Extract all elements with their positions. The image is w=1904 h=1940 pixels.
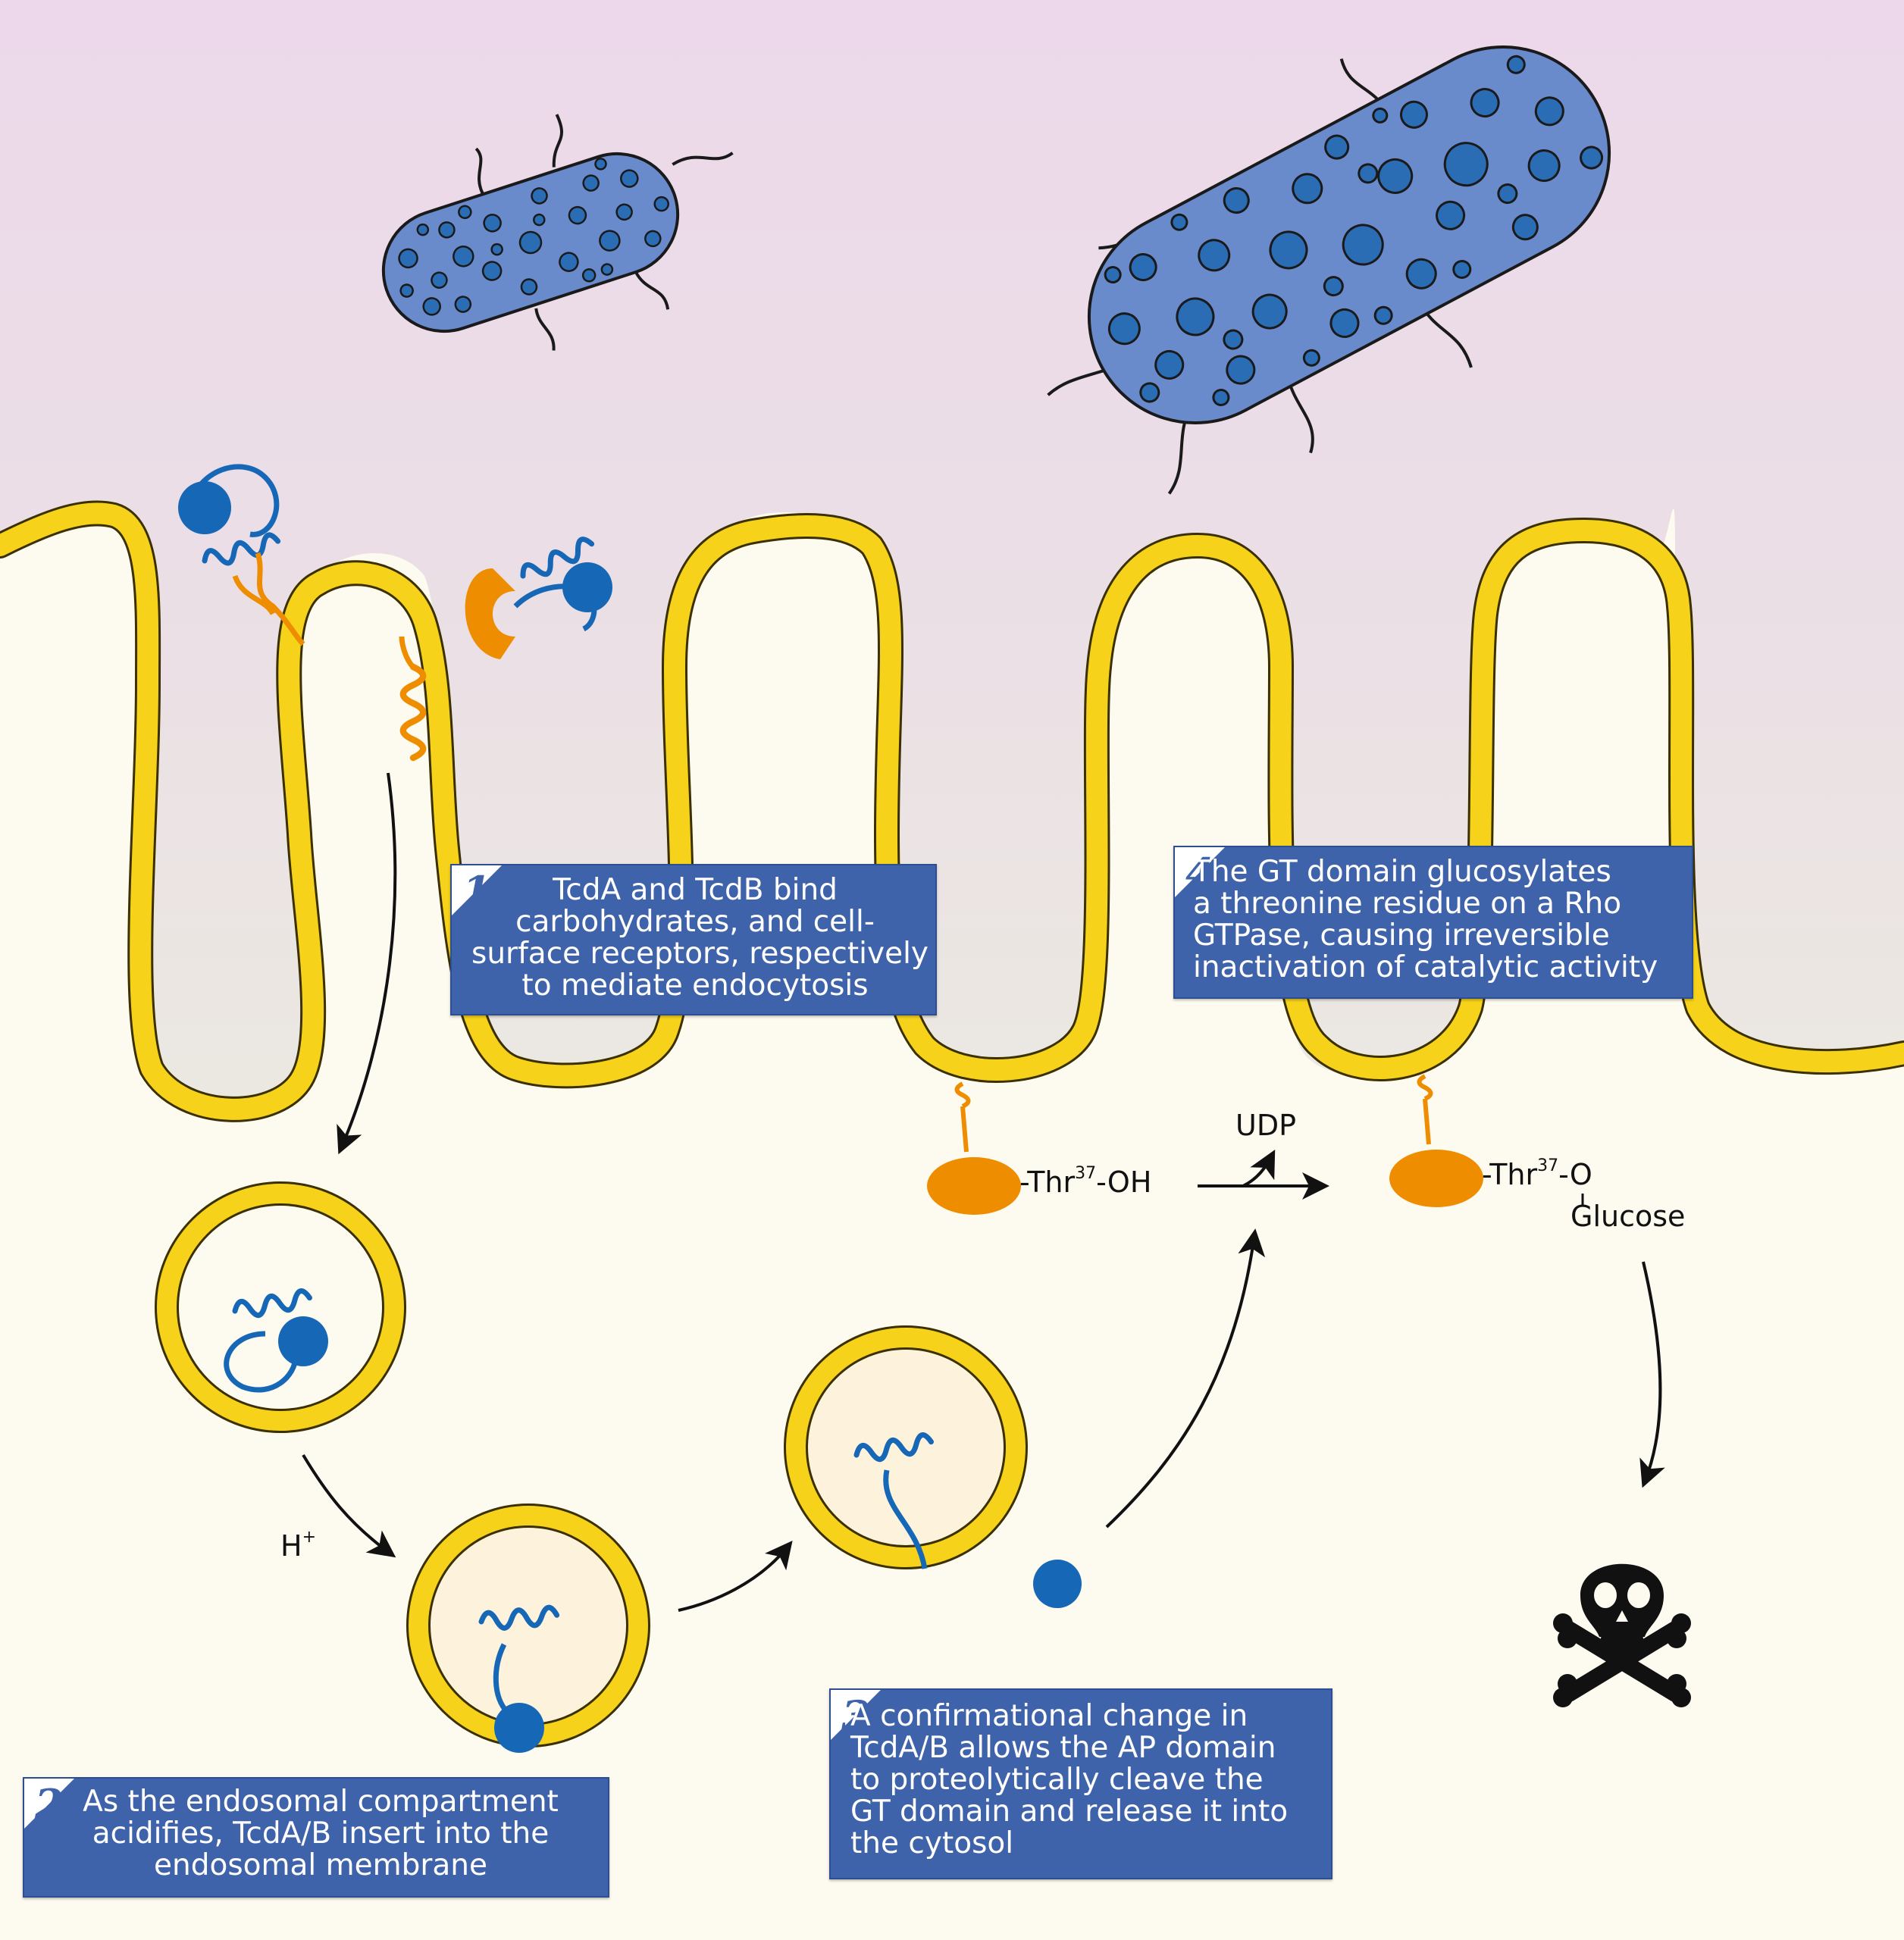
thr-oh-label: -Thr37-OH [1019,1164,1152,1199]
step-3-text: A confirmational change in TcdA/B allows… [850,1699,1289,1860]
step-3-box: 3 A confirmational change in TcdA/B allo… [829,1688,1332,1879]
step-4-box: 4 The GT domain glucosylates a threonine… [1173,846,1693,999]
glucose-label: Glucose [1570,1200,1686,1233]
rho-gtpase-icon [927,1081,1021,1215]
endosome-3 [784,1325,1082,1608]
step-1-number: 1 [462,867,491,915]
process-arrows [302,772,1665,1612]
step-1-box: 1 TcdA and TcdB bind carbohydrates, and … [450,864,937,1015]
endosome-2 [406,1504,650,1753]
bacterium-icon [1047,45,1611,495]
gt-domain-icon [1033,1560,1082,1608]
udp-label: UDP [1235,1109,1296,1142]
skull-crossbones-icon [1553,1563,1691,1707]
endosome-1 [155,1181,406,1433]
step-1-text: TcdA and TcdB bind carbohydrates, and ce… [471,873,929,1003]
step-2-box: 2 As the endosomal compartment acidifies… [23,1777,609,1898]
step-4-number: 4 [1185,849,1214,897]
plasma-membrane [0,500,1904,1122]
h-plus-label: H+ [280,1528,317,1563]
thr-o-label: -Thr37-O [1482,1156,1592,1191]
toxin-tcda-icon [178,464,305,646]
step-2-number: 2 [35,1780,64,1829]
step-4-text: The GT domain glucosylates a threonine r… [1193,855,1658,984]
bacterium-icon [381,114,734,351]
rho-gtpase-glucosylated-icon [1389,1074,1584,1207]
step-3-number: 3 [841,1691,870,1740]
toxin-receptor-complex-icon [399,537,612,758]
step-2-text: As the endosomal compartment acidifies, … [83,1785,559,1882]
